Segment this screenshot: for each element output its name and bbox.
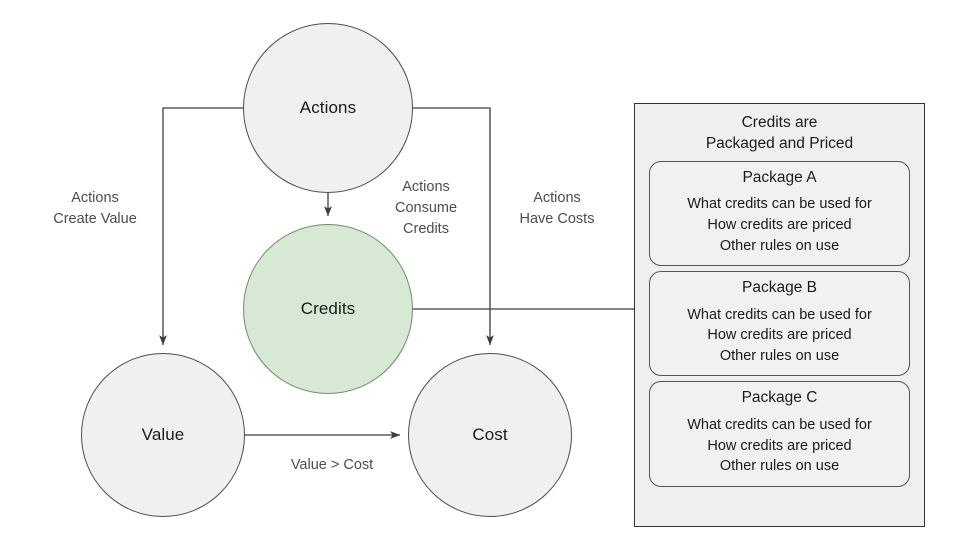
- package-b-body: What credits can be used for How credits…: [687, 306, 872, 364]
- node-value-label: Value: [141, 424, 185, 444]
- package-a-title: Package A: [742, 168, 817, 186]
- panel-title: Credits are Packaged and Priced: [705, 114, 854, 153]
- node-credits[interactable]: Credits: [243, 224, 413, 394]
- package-box-b[interactable]: Package B What credits can be used for H…: [649, 271, 910, 377]
- node-value[interactable]: Value: [81, 353, 245, 517]
- edge-label-actions-consume-credits: Actions Consume Credits: [394, 179, 458, 238]
- edge-label-actions-have-costs: Actions Have Costs: [519, 190, 595, 228]
- package-a-body: What credits can be used for How credits…: [687, 196, 872, 254]
- credits-packaging-panel: Credits are Packaged and Priced Package …: [634, 103, 925, 527]
- node-actions-label: Actions: [299, 97, 357, 117]
- package-box-a[interactable]: Package A What credits can be used for H…: [649, 160, 910, 267]
- package-b-title: Package B: [742, 279, 817, 297]
- edge-label-value-greater-than-cost: Value > Cost: [290, 457, 374, 473]
- node-cost-label: Cost: [472, 424, 508, 444]
- node-credits-label: Credits: [300, 298, 356, 318]
- edge-label-actions-create-value: Actions Create Value: [53, 190, 137, 228]
- package-c-body: What credits can be used for How credits…: [687, 417, 872, 475]
- node-cost[interactable]: Cost: [408, 353, 572, 517]
- package-box-c[interactable]: Package C What credits can be used for H…: [649, 381, 910, 487]
- edge-actions-to-value: [159, 107, 243, 346]
- package-c-title: Package C: [741, 389, 818, 407]
- node-actions[interactable]: Actions: [243, 23, 413, 193]
